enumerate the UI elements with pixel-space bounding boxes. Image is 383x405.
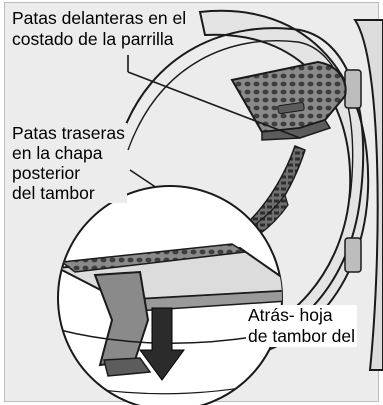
- label-back-sheet-line1: Atrás- hoja: [248, 305, 333, 325]
- leader-front-legs-b: [127, 71, 301, 139]
- door-hinge-bottom: [344, 237, 362, 273]
- magnified-detail: [57, 185, 283, 405]
- label-back-sheet-line2: de tambor del: [248, 326, 356, 346]
- drying-rack: [230, 60, 347, 141]
- rack-handle: [277, 101, 305, 115]
- insert-down-arrow: [139, 307, 185, 381]
- label-front-legs: Patas delanteras en el costado de la par…: [10, 8, 189, 50]
- label-rear-legs-line2: en la chapa: [12, 143, 103, 163]
- label-front-legs-line1: Patas delanteras en el: [12, 8, 187, 28]
- open-door: [344, 19, 383, 371]
- label-rear-legs: Patas traseras en la chapa posterior del…: [10, 123, 127, 203]
- label-back-sheet: Atrás- hoja de tambor del: [246, 305, 358, 347]
- label-rear-legs-line1: Patas traseras: [12, 123, 125, 143]
- label-rear-legs-line3: posterior: [12, 163, 81, 183]
- door-hinge-top: [344, 69, 362, 109]
- label-rear-legs-line4: del tambor: [12, 183, 95, 203]
- label-front-legs-line2: costado de la parrilla: [12, 29, 174, 49]
